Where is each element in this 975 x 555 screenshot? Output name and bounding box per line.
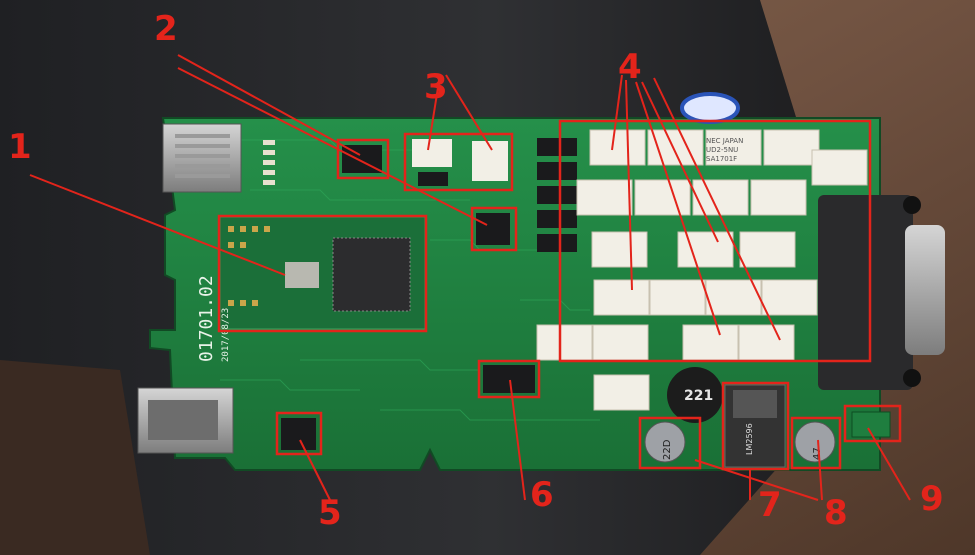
chip-column bbox=[537, 138, 577, 252]
small-relay-3a bbox=[412, 139, 452, 167]
connector-screw-top bbox=[903, 196, 921, 214]
inductor bbox=[667, 367, 723, 423]
capacitor-right-label: 47 bbox=[812, 447, 823, 460]
capacitor-right bbox=[794, 421, 836, 463]
callout-9: 9 bbox=[920, 479, 944, 519]
box-9 bbox=[843, 404, 902, 443]
small-chip-under-3 bbox=[418, 172, 448, 186]
module-pads bbox=[228, 226, 270, 306]
connector-screw-bottom bbox=[903, 369, 921, 387]
regulator-label: LM2596 bbox=[745, 423, 754, 455]
annotation-boxes bbox=[217, 119, 902, 471]
blue-tag bbox=[680, 92, 740, 124]
svg-text:UD2-5NU: UD2-5NU bbox=[706, 146, 738, 154]
box-2a bbox=[336, 138, 390, 180]
dark-mat-lower bbox=[0, 360, 150, 555]
annotation-numbers: 1 2 3 4 5 6 7 8 9 bbox=[8, 9, 944, 533]
regulator-heatsink bbox=[733, 390, 777, 418]
inductor-label: 221 bbox=[684, 388, 713, 404]
box-2b bbox=[470, 206, 518, 252]
svg-text:NEC JAPAN: NEC JAPAN bbox=[706, 137, 743, 145]
box-7 bbox=[721, 381, 790, 471]
callout-3: 3 bbox=[424, 67, 448, 107]
smd-resistors bbox=[263, 140, 275, 185]
annotation-leaders bbox=[29, 54, 911, 501]
callout-7: 7 bbox=[758, 485, 782, 525]
module-small-chip bbox=[285, 262, 319, 288]
box-8a bbox=[638, 416, 702, 470]
box-4 bbox=[558, 119, 872, 363]
svg-text:SA1701F: SA1701F bbox=[706, 155, 737, 163]
callout-5: 5 bbox=[318, 493, 342, 533]
mcu-chip bbox=[332, 237, 411, 312]
chip-5 bbox=[281, 418, 316, 450]
callout-2: 2 bbox=[154, 9, 178, 49]
board-date-text: 2017/08/23 bbox=[221, 308, 231, 362]
capacitor-left bbox=[644, 421, 686, 463]
box-3 bbox=[403, 132, 514, 192]
board-id-text: 01701.02 bbox=[196, 275, 217, 362]
chip-2b bbox=[476, 213, 510, 245]
db-connector-body bbox=[818, 195, 913, 390]
db-connector-shell bbox=[905, 225, 945, 355]
relay-labels: NEC JAPAN UD2-5NU SA1701F bbox=[706, 137, 743, 163]
box-5 bbox=[275, 411, 323, 456]
callout-6: 6 bbox=[530, 475, 554, 515]
callout-1: 1 bbox=[8, 127, 32, 167]
callout-8: 8 bbox=[824, 493, 848, 533]
usb-connector-opening bbox=[148, 400, 218, 440]
capacitor-left-label: 22D bbox=[662, 439, 673, 460]
box-1 bbox=[217, 214, 428, 333]
sd-card-pins bbox=[175, 134, 230, 178]
callout-4: 4 bbox=[618, 47, 642, 87]
chip-6 bbox=[483, 365, 535, 393]
box-6 bbox=[477, 359, 541, 399]
box-8b bbox=[790, 416, 842, 470]
